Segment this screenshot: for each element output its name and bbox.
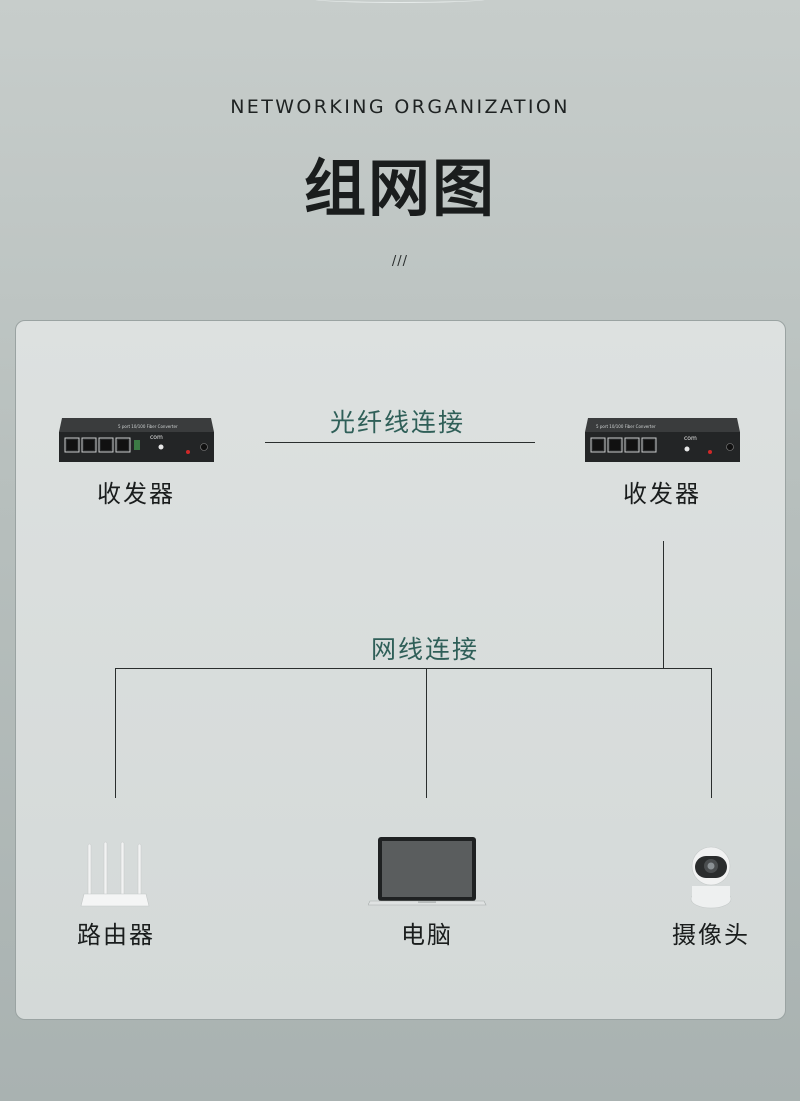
ethernet-branch-router <box>115 668 116 798</box>
converter-left-label: 收发器 <box>97 480 175 508</box>
page-title: 组网图 <box>303 152 496 225</box>
page-subtitle: NETWORKING ORGANIZATION <box>230 96 570 118</box>
ethernet-branch-computer <box>426 668 427 798</box>
ethernet-trunk-line <box>663 541 664 668</box>
security-camera-icon <box>690 846 732 909</box>
fiber-connection-label: 光纤线连接 <box>330 408 466 437</box>
computer-label: 电脑 <box>401 921 453 949</box>
fiber-converter-left-icon: 5 port 10/100 Fiber Converter com <box>59 418 214 462</box>
fiber-connection-line <box>265 442 535 443</box>
laptop-icon <box>368 837 487 906</box>
fiber-converter-right-icon: 5 port 10/100 Fiber Converter com <box>585 418 740 462</box>
router-icon <box>80 841 150 907</box>
divider-mark: /// <box>391 254 409 269</box>
converter-model-text: 5 port 10/100 Fiber Converter <box>596 424 656 429</box>
converter-brand-text: com <box>150 434 163 441</box>
converter-brand-text: com <box>684 435 697 442</box>
ethernet-bus-line <box>115 668 712 669</box>
router-label: 路由器 <box>77 921 155 949</box>
converter-model-text: 5 port 10/100 Fiber Converter <box>118 424 178 429</box>
ethernet-branch-camera <box>711 668 712 798</box>
converter-right-label: 收发器 <box>623 480 701 508</box>
top-arc-decoration <box>310 0 490 3</box>
camera-label: 摄像头 <box>672 921 750 949</box>
ethernet-connection-label: 网线连接 <box>371 635 480 664</box>
